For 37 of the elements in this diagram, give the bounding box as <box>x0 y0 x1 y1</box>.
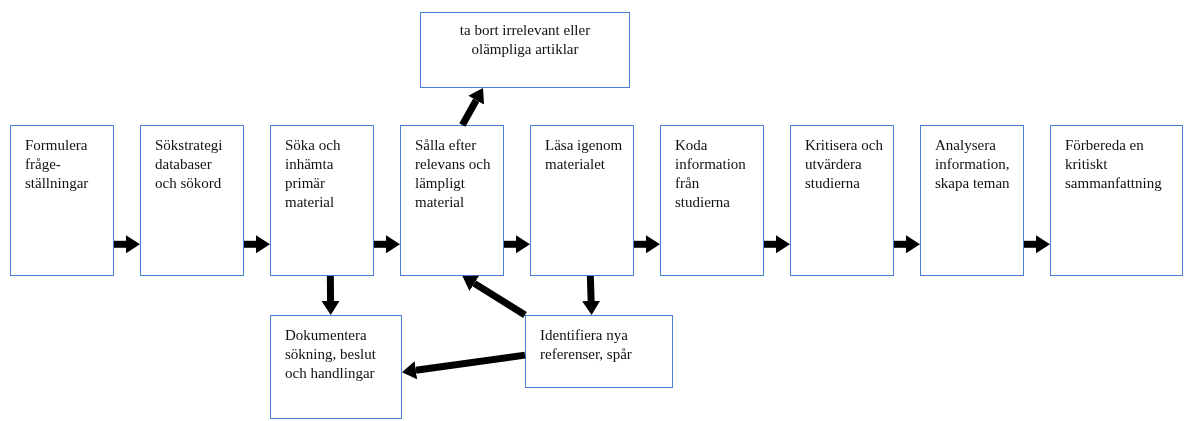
process-box <box>920 125 1024 276</box>
process-box <box>420 12 630 88</box>
arrow <box>634 235 660 254</box>
process-box <box>1050 125 1183 276</box>
arrow <box>374 235 400 254</box>
step-text: Läsa igenom materialet <box>545 136 624 174</box>
step-text: Kritisera och utvärdera studierna <box>805 136 884 193</box>
step-text: Sökstrategi databaser och sökord <box>155 136 224 193</box>
arrow <box>1024 235 1050 254</box>
step-text: Söka och inhämta primär material <box>285 136 342 212</box>
process-box <box>660 125 764 276</box>
process-box <box>140 125 244 276</box>
process-box <box>530 125 634 276</box>
process-box <box>790 125 894 276</box>
process-box <box>10 125 114 276</box>
arrow <box>462 275 527 318</box>
arrow <box>764 235 790 254</box>
process-box <box>400 125 504 276</box>
step-text: Förbereda en kritiskt sammanfattning <box>1065 136 1163 193</box>
process-box <box>270 125 374 276</box>
arrow <box>321 275 340 315</box>
step-text: Dokumentera sökning, beslut och handlingar <box>285 326 377 383</box>
step-text: Koda information från studierna <box>675 136 747 212</box>
arrow <box>244 235 270 254</box>
arrow <box>582 275 601 315</box>
arrow <box>459 88 485 127</box>
process-box <box>525 315 673 388</box>
step-text: Identifiera nya referenser, spår <box>540 326 633 364</box>
arrow <box>894 235 920 254</box>
arrow <box>402 351 526 380</box>
step-text: Analysera information, skapa teman <box>935 136 1011 193</box>
arrow <box>504 235 530 254</box>
arrow <box>114 235 140 254</box>
step-text: Sålla efter relevans och lämpligt material <box>415 136 492 212</box>
step-text: ta bort irrelevant eller olämpliga artiklar <box>458 21 592 59</box>
process-box <box>270 315 402 419</box>
step-text: Formulera fråge-ställningar <box>25 136 90 193</box>
